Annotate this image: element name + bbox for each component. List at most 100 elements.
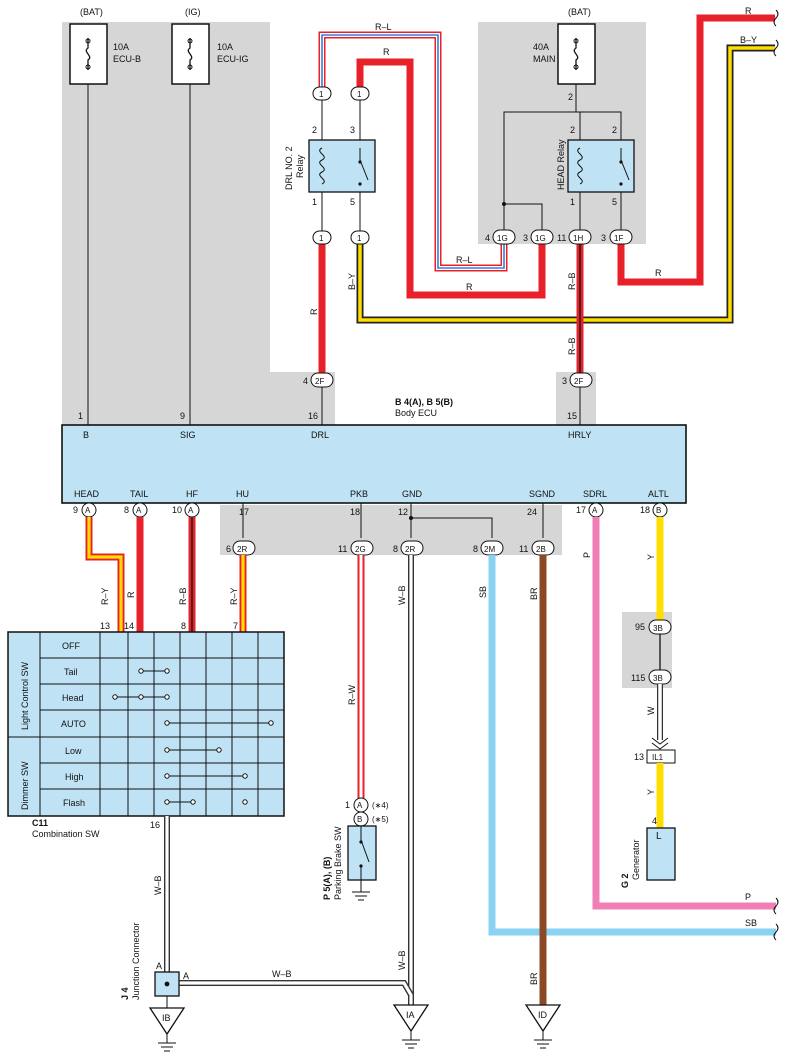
connector-2f-a: 4 2F 16 bbox=[303, 372, 334, 425]
svg-text:A: A bbox=[156, 961, 162, 971]
svg-text:Tail: Tail bbox=[64, 667, 78, 677]
svg-text:A: A bbox=[183, 971, 189, 981]
svg-text:R: R bbox=[309, 308, 319, 315]
svg-text:12: 12 bbox=[398, 507, 408, 517]
svg-text:DRL: DRL bbox=[311, 430, 329, 440]
svg-text:11: 11 bbox=[338, 544, 347, 554]
body-ecu-name: Body ECU bbox=[395, 408, 437, 418]
ground-ia: IA bbox=[392, 1004, 430, 1049]
svg-text:Relay: Relay bbox=[295, 154, 305, 178]
fuse-icon bbox=[573, 38, 579, 70]
svg-text:W–B: W–B bbox=[397, 585, 407, 605]
svg-text:24: 24 bbox=[527, 507, 537, 517]
svg-text:J 4: J 4 bbox=[120, 987, 130, 1000]
svg-text:SB: SB bbox=[478, 586, 488, 598]
svg-text:13: 13 bbox=[634, 752, 644, 762]
svg-text:SB: SB bbox=[745, 918, 757, 928]
fuse-icon bbox=[85, 38, 91, 70]
svg-text:4: 4 bbox=[485, 233, 490, 243]
svg-text:1: 1 bbox=[357, 234, 362, 243]
svg-text:2F: 2F bbox=[315, 377, 324, 386]
svg-text:P: P bbox=[745, 892, 751, 902]
svg-text:3: 3 bbox=[601, 233, 606, 243]
svg-text:6: 6 bbox=[226, 544, 231, 554]
svg-text:R: R bbox=[466, 282, 473, 292]
svg-text:1G: 1G bbox=[535, 234, 546, 243]
fuse-rating: 40A bbox=[533, 42, 549, 52]
svg-text:R–Y: R–Y bbox=[100, 587, 110, 605]
svg-text:1: 1 bbox=[78, 411, 83, 421]
wire-r-main bbox=[617, 14, 775, 286]
svg-text:11: 11 bbox=[519, 544, 528, 554]
svg-text:IA: IA bbox=[406, 1010, 415, 1020]
svg-text:13: 13 bbox=[100, 621, 110, 631]
svg-text:8: 8 bbox=[473, 544, 478, 554]
connector-c1: 1 bbox=[312, 86, 332, 101]
svg-text:18: 18 bbox=[350, 507, 360, 517]
svg-text:16: 16 bbox=[150, 820, 160, 830]
svg-text:1: 1 bbox=[570, 197, 575, 207]
svg-text:2F: 2F bbox=[574, 377, 583, 386]
svg-text:1F: 1F bbox=[614, 234, 623, 243]
svg-text:11: 11 bbox=[557, 233, 566, 243]
svg-text:B–Y: B–Y bbox=[740, 35, 757, 45]
svg-text:HRLY: HRLY bbox=[568, 430, 591, 440]
svg-text:1G: 1G bbox=[497, 234, 508, 243]
svg-text:HEAD: HEAD bbox=[74, 489, 100, 499]
svg-text:Y: Y bbox=[646, 789, 656, 795]
connector-pills-top: 1 1 1 1 4 1G 3 1G 11 1H 3 bbox=[303, 86, 633, 425]
svg-text:7: 7 bbox=[233, 621, 238, 631]
svg-text:1: 1 bbox=[319, 90, 324, 99]
svg-text:17: 17 bbox=[239, 507, 249, 517]
svg-text:B: B bbox=[357, 815, 362, 824]
svg-text:Low: Low bbox=[65, 746, 82, 756]
body-ecu: B 4(A), B 5(B) Body ECU B SIG DRL HRLY H… bbox=[61, 397, 687, 504]
svg-text:B–Y: B–Y bbox=[347, 273, 357, 290]
svg-text:18: 18 bbox=[640, 505, 650, 515]
fuse-rating: 10A bbox=[217, 42, 233, 52]
ground-ib: IB bbox=[148, 1007, 186, 1052]
svg-text:16: 16 bbox=[308, 411, 318, 421]
svg-text:4: 4 bbox=[652, 816, 657, 826]
connector-1f: 3 1F bbox=[601, 229, 633, 245]
svg-text:BR: BR bbox=[529, 587, 539, 600]
svg-text:1: 1 bbox=[312, 197, 317, 207]
svg-text:HU: HU bbox=[236, 489, 249, 499]
ground-id: ID bbox=[524, 1004, 562, 1049]
ground-icon bbox=[352, 891, 370, 901]
svg-text:HF: HF bbox=[186, 489, 198, 499]
wire-label: R–L bbox=[375, 22, 392, 32]
svg-text:Flash: Flash bbox=[63, 798, 85, 808]
svg-text:P: P bbox=[582, 552, 592, 558]
svg-text:A: A bbox=[85, 506, 91, 515]
fuse-icon bbox=[187, 38, 193, 70]
svg-text:SIG: SIG bbox=[180, 430, 196, 440]
svg-text:2G: 2G bbox=[355, 545, 366, 554]
svg-text:9: 9 bbox=[73, 505, 78, 515]
svg-text:Junction Connector: Junction Connector bbox=[131, 922, 141, 1000]
svg-text:Parking Brake SW: Parking Brake SW bbox=[333, 826, 343, 900]
relay-name: HEAD Relay bbox=[556, 139, 566, 190]
wire-label: R–L bbox=[456, 255, 473, 265]
svg-text:PKB: PKB bbox=[350, 489, 368, 499]
svg-text:5: 5 bbox=[612, 197, 617, 207]
svg-text:15: 15 bbox=[567, 411, 577, 421]
svg-text:A: A bbox=[357, 801, 363, 810]
wire-b-y bbox=[356, 44, 775, 324]
svg-text:Y: Y bbox=[646, 554, 656, 560]
fuse-rating: 10A bbox=[113, 42, 129, 52]
svg-text:2: 2 bbox=[312, 125, 317, 135]
connector-c1: 1 bbox=[312, 230, 332, 245]
svg-text:R–B: R–B bbox=[178, 587, 188, 605]
fuse-ecu-ig: (IG) 10A ECU-IG bbox=[171, 7, 249, 85]
svg-text:BR: BR bbox=[529, 972, 539, 985]
svg-text:14: 14 bbox=[124, 621, 134, 631]
svg-text:Combination SW: Combination SW bbox=[32, 829, 100, 839]
svg-text:R: R bbox=[126, 591, 136, 598]
svg-text:2: 2 bbox=[570, 125, 575, 135]
svg-text:R: R bbox=[745, 6, 752, 16]
svg-text:W: W bbox=[646, 706, 656, 715]
svg-text:AUTO: AUTO bbox=[61, 719, 86, 729]
svg-text:Generator: Generator bbox=[631, 839, 641, 880]
